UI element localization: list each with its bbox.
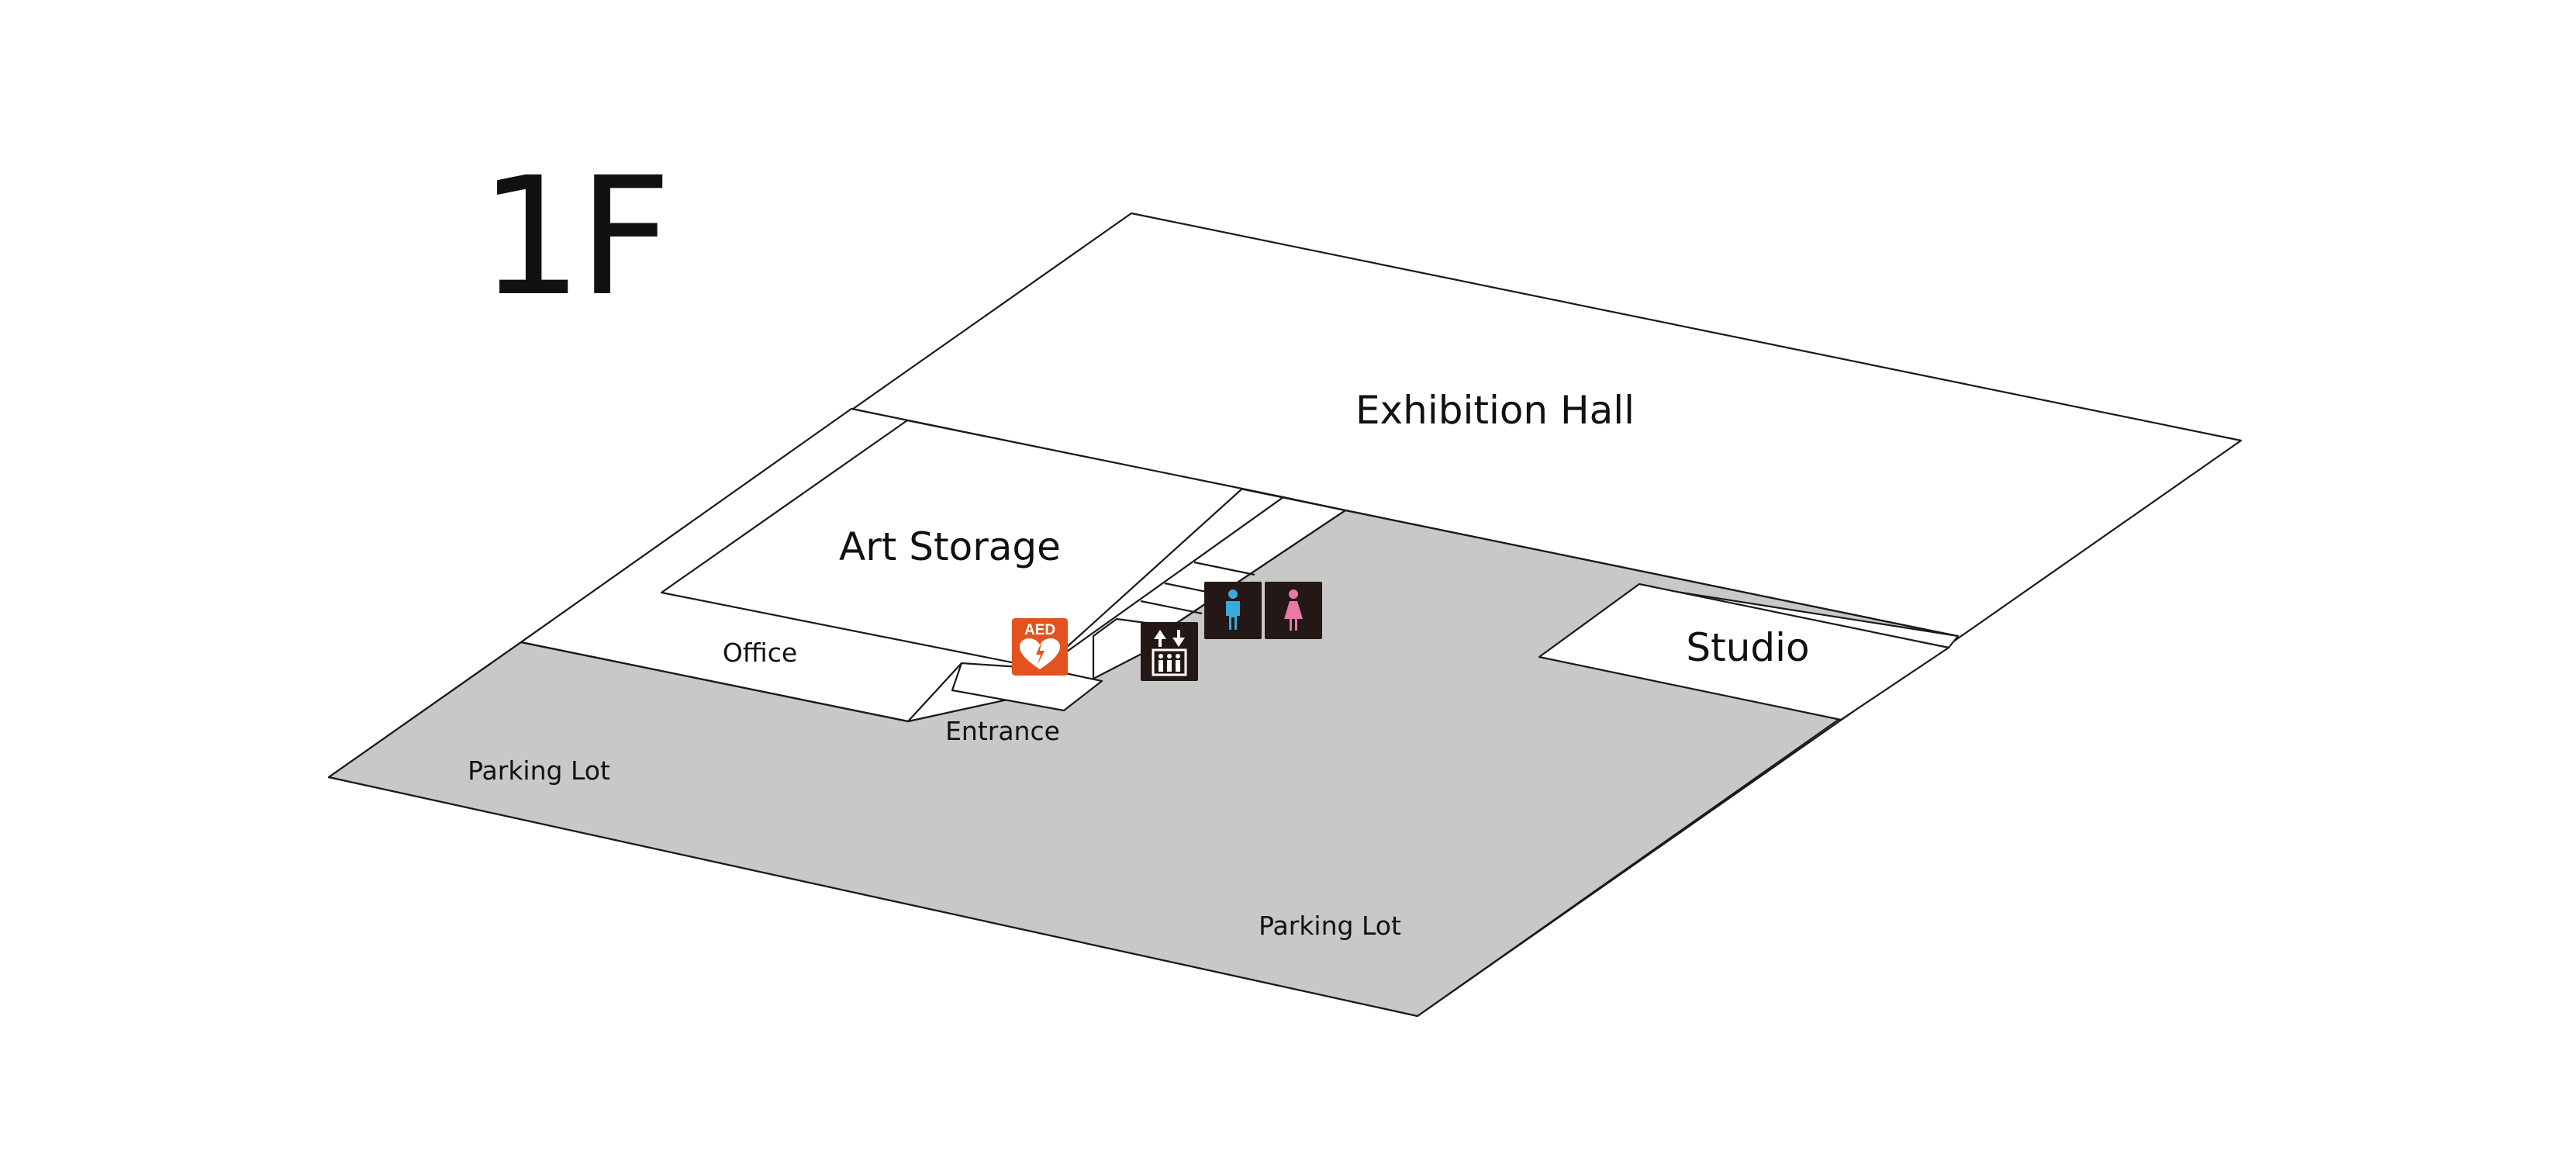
elevator-down-arrow <box>1172 630 1185 647</box>
stair-step-1 <box>1193 561 1255 576</box>
elevator-icon[interactable] <box>1141 622 1198 681</box>
entrance-label[interactable]: Entrance <box>945 716 1060 746</box>
mens-restroom-icon[interactable] <box>1204 582 1262 639</box>
floor-label: 1F <box>479 142 667 332</box>
exhibition-hall-label[interactable]: Exhibition Hall <box>1355 388 1635 433</box>
parking-lot-west-label[interactable]: Parking Lot <box>468 755 610 786</box>
aed-icon[interactable]: AED <box>1012 618 1068 676</box>
office-wall <box>520 641 962 723</box>
art-storage-label[interactable]: Art Storage <box>839 524 1061 569</box>
aed-text: AED <box>1024 622 1055 638</box>
studio-label[interactable]: Studio <box>1686 625 1809 670</box>
studio-room <box>1538 582 1950 721</box>
stair-step-3 <box>1140 600 1203 615</box>
womens-restroom-icon[interactable] <box>1265 582 1322 639</box>
office-label[interactable]: Office <box>723 638 797 668</box>
lightning-bolt <box>1036 642 1045 665</box>
elevator-up-arrow <box>1154 630 1166 647</box>
parking-lot-south-label[interactable]: Parking Lot <box>1259 911 1401 941</box>
